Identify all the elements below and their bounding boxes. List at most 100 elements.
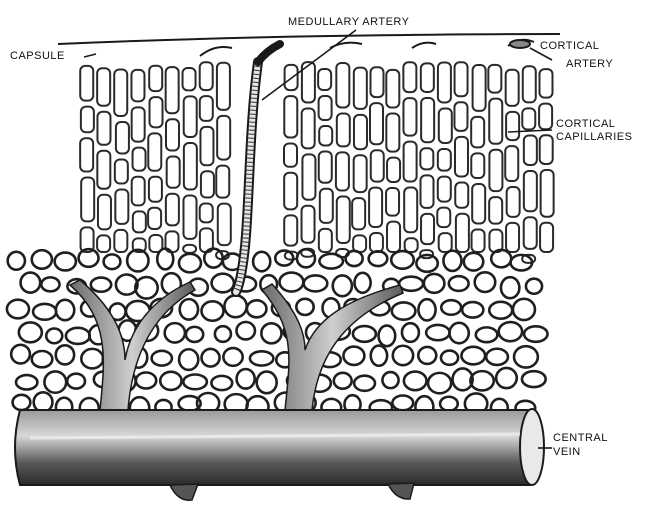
cortical-capillary-loop [523,66,536,102]
cortical-capillary-loop [387,222,400,252]
cortical-capillary-loop [148,208,161,229]
medullary-sinusoid [392,396,413,411]
cortical-capillary-loop [507,187,520,217]
medullary-sinusoid [16,375,37,389]
medullary-sinusoid [261,323,281,343]
medullary-sinusoid [152,351,172,366]
medullary-sinusoid [56,300,74,320]
cortical-capillary-loop [217,116,230,160]
cortical-capillary-loop [166,119,179,150]
medullary-sinusoid [441,351,458,365]
medullary-sinusoid [160,372,181,390]
cortical-capillary-loop [472,229,485,252]
cortical-capillary-loop [387,158,400,182]
cortical-capillary-loop [319,96,332,120]
cortical-capillary-loop [371,150,384,181]
cortical-capillary-loop [489,197,502,224]
central-vein-vessel [15,409,544,500]
cortical-capillary-loop [166,194,179,226]
medullary-sinusoid [41,277,59,291]
cortical-capillary-loop [97,68,110,106]
cortical-capillary-loop [319,229,332,252]
cortical-capillary-loop [370,233,383,252]
cortical-capillary-loop [354,115,367,149]
cortical-capillary-loop [131,70,144,101]
cortical-capillary-loop [132,107,145,141]
medullary-sinusoid [462,302,483,318]
cortical-capillary-loop [522,108,535,129]
cortical-capillary-loop [184,143,197,189]
medullary-sinusoid [223,348,242,366]
cortical-capillary-loop [539,69,552,98]
cortical-capillary-loop [454,102,467,131]
cortical-capillary-loop [540,135,553,164]
cortical-capillary-loop [455,62,468,96]
medullary-sinusoid [66,328,90,344]
medullary-sinusoid [513,299,535,320]
medullary-sinusoid [253,252,270,271]
cortical-capillary-loop [200,127,213,165]
cortical-capillary-loop [284,215,297,245]
cortical-capillary-loop [218,204,231,245]
cortical-capillary-loop [183,68,196,90]
label-central-vein-1: CENTRAL [553,432,608,445]
medullary-sinusoid-network [7,249,548,419]
medullary-sinusoid [211,376,232,390]
medullary-sinusoid [165,323,185,342]
medullary-sinusoid [440,397,458,411]
medullary-sinusoid [404,372,427,391]
cortical-capillary-loop [489,230,502,252]
medullary-sinusoid [475,272,496,292]
cortical-capillary-loop [80,138,93,171]
cortical-capillary-loop [133,211,146,232]
medullary-sinusoid [32,351,53,367]
medullary-sinusoid [21,273,41,293]
medullary-sinusoid [104,254,121,269]
cortical-capillary-loop [150,97,163,127]
medullary-sinusoid [179,254,201,273]
cortical-capillary-loop [455,183,468,208]
medullary-sinusoid [486,349,508,365]
cortical-capillary-loop [302,108,315,148]
medullary-sinusoid [354,376,375,391]
medullary-sinusoid [319,254,343,269]
cortical-capillary-loop [456,214,469,252]
cortical-capillary-loop [284,143,297,166]
medullary-sinusoid [418,347,436,364]
label-cortical-capillaries-1: CORTICAL [556,118,615,131]
cortical-capillary-loop [200,204,213,223]
cortical-capillary-loop [353,235,366,252]
cortical-capillary-loop [488,65,501,93]
cortical-capillary-loop [149,177,162,202]
medullary-sinusoid [379,326,396,347]
medullary-sinusoid [8,252,25,270]
cortical-capillary-loop [421,98,434,142]
cortical-capillary-loop [132,177,145,206]
cortical-capillary-loop [336,63,349,107]
cortical-capillary-loop [421,175,434,208]
medullary-sinusoid [441,300,461,315]
cortical-capillary-loop [320,189,333,223]
cortical-capillary-loop [438,62,451,102]
cortical-capillary-loop [506,223,519,252]
cortical-capillary-loop [506,70,519,106]
label-medullary-artery: MEDULLARY ARTERY [288,16,410,29]
cortical-capillary-loop [97,235,110,252]
medullary-sinusoid [257,372,277,394]
medullary-sinusoid [247,300,267,317]
cortical-capillary-loop [354,68,367,109]
medullary-sinusoid [7,300,29,319]
medullary-sinusoid [418,299,435,320]
medullary-sinusoid [275,251,293,266]
medullary-sinusoid [91,278,111,292]
central-vein-opening [520,409,544,485]
cortical-capillary-loop [149,66,162,91]
cortical-capillary-loop [489,99,502,144]
cortical-capillary-loop [200,62,213,90]
medullary-sinusoid [202,349,220,367]
medullary-sinusoid [514,346,538,367]
cortical-capillary-loop [471,117,484,147]
cortical-capillary-loop [405,238,418,252]
medullary-sinusoid [116,275,138,295]
medullary-sinusoid [426,325,449,340]
